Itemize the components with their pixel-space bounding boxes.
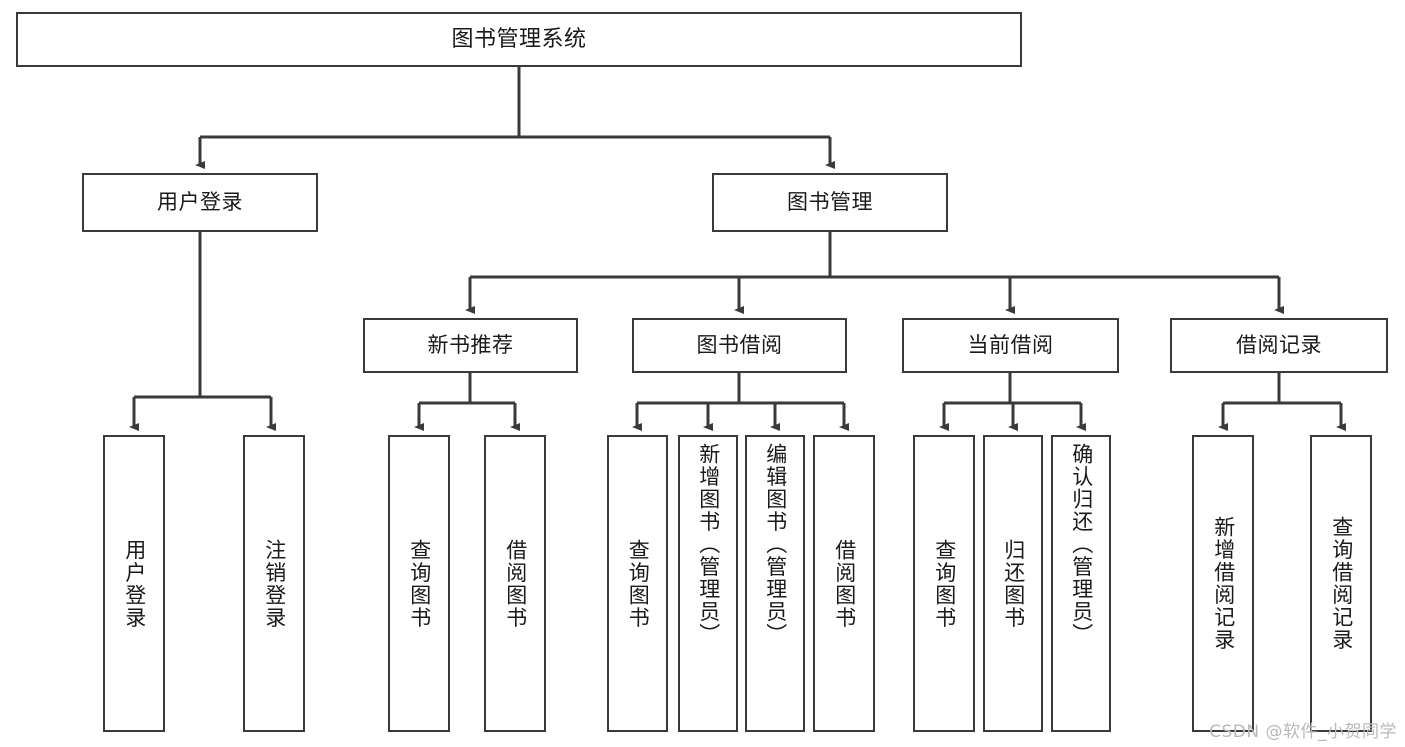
node-leaf-borrow-book-2[interactable]: 借阅图书 <box>813 435 875 732</box>
node-current-borrow[interactable]: 当前借阅 <box>902 318 1119 373</box>
node-book-borrow-label: 图书借阅 <box>696 333 783 358</box>
node-leaf-logout-label: 注销登录 <box>262 538 287 629</box>
node-leaf-borrow-book-2-label: 借阅图书 <box>832 538 857 629</box>
node-leaf-return-book[interactable]: 归还图书 <box>983 435 1043 732</box>
node-leaf-confirm-return-label: 确认归还（管理员） <box>1069 443 1094 646</box>
node-leaf-add-record[interactable]: 新增借阅记录 <box>1192 435 1254 732</box>
node-leaf-borrow-book-1-label: 借阅图书 <box>503 538 528 629</box>
node-leaf-logout[interactable]: 注销登录 <box>243 435 305 732</box>
node-leaf-query-book-1-label: 查询图书 <box>407 538 432 629</box>
node-leaf-query-book-1[interactable]: 查询图书 <box>388 435 450 732</box>
node-book-manage-label: 图书管理 <box>787 190 873 215</box>
node-book-manage[interactable]: 图书管理 <box>712 173 948 232</box>
node-leaf-confirm-return[interactable]: 确认归还（管理员） <box>1051 435 1111 732</box>
node-leaf-edit-book-label: 编辑图书（管理员） <box>763 443 788 646</box>
node-leaf-user-login-label: 用户登录 <box>122 538 147 629</box>
node-root[interactable]: 图书管理系统 <box>16 12 1022 67</box>
node-leaf-return-book-label: 归还图书 <box>1001 538 1026 629</box>
node-book-borrow[interactable]: 图书借阅 <box>632 318 847 373</box>
node-leaf-add-book[interactable]: 新增图书（管理员） <box>678 435 738 732</box>
node-leaf-query-book-2-label: 查询图书 <box>626 538 651 629</box>
node-leaf-user-login[interactable]: 用户登录 <box>103 435 165 732</box>
node-user-login[interactable]: 用户登录 <box>82 173 318 232</box>
node-leaf-query-record-label: 查询借阅记录 <box>1329 516 1354 651</box>
node-leaf-query-book-2[interactable]: 查询图书 <box>607 435 668 732</box>
node-new-book-rec-label: 新书推荐 <box>427 333 514 358</box>
node-leaf-query-book-3[interactable]: 查询图书 <box>913 435 975 732</box>
node-leaf-query-record[interactable]: 查询借阅记录 <box>1310 435 1372 732</box>
node-leaf-borrow-book-1[interactable]: 借阅图书 <box>484 435 546 732</box>
node-root-label: 图书管理系统 <box>451 26 587 52</box>
node-leaf-add-book-label: 新增图书（管理员） <box>696 443 721 646</box>
node-borrow-record[interactable]: 借阅记录 <box>1170 318 1388 373</box>
node-borrow-record-label: 借阅记录 <box>1236 333 1322 358</box>
node-leaf-add-record-label: 新增借阅记录 <box>1211 516 1236 651</box>
node-leaf-query-book-3-label: 查询图书 <box>932 538 957 629</box>
node-current-borrow-label: 当前借阅 <box>967 333 1054 358</box>
node-user-login-label: 用户登录 <box>157 190 243 215</box>
node-leaf-edit-book[interactable]: 编辑图书（管理员） <box>745 435 805 732</box>
node-new-book-rec[interactable]: 新书推荐 <box>363 318 578 373</box>
